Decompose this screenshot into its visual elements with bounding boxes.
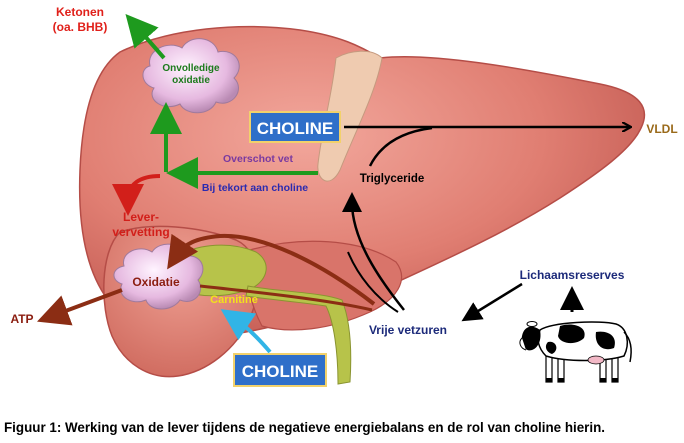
ketonen-label: Ketonen [56, 5, 104, 19]
arrow-vetzuren-to-triglyceride-2 [347, 251, 399, 313]
cloud-icon [142, 38, 240, 114]
arrow-to-leververvetting [112, 174, 161, 216]
vervetting-label: vervetting [112, 225, 169, 239]
figure-caption: Figuur 1: Werking van de lever tijdens d… [4, 420, 606, 435]
bile-duct [245, 285, 352, 385]
onvolledige-sublabel: oxidatie [172, 75, 210, 86]
choline-box-bottom: CHOLINE [233, 353, 327, 387]
ketonen-sublabel: (oa. BHB) [53, 20, 108, 34]
oxidatie-label: Oxidatie [132, 275, 180, 289]
choline-bottom-label: CHOLINE [242, 362, 319, 381]
arrow-choline-to-carnitine [220, 309, 272, 354]
arrow-vetzuren-to-oxidatie [167, 233, 376, 306]
arrow-vetzuren-to-oxidatie-2 [199, 284, 373, 312]
liver-middle-lobe [246, 240, 402, 331]
atp-label: ATP [10, 312, 33, 326]
vldl-label: VLDL [646, 122, 677, 136]
onvolledige-label: Onvolledige [162, 63, 220, 74]
overschot-vet-label: Overschot vet [223, 153, 294, 165]
cow-icon [519, 321, 632, 383]
arrow-to-ketonen [125, 13, 166, 60]
lever-label: Lever- [123, 210, 159, 224]
choline-box-top: CHOLINE [249, 111, 341, 143]
lichaamsreserves-label: Lichaamsreserves [520, 268, 625, 282]
arrow-vetzuren-to-triglyceride [342, 192, 405, 311]
vrije-vetzuren-label: Vrije vetzuren [369, 323, 447, 337]
arrow-to-atp [37, 288, 123, 326]
choline-top-label: CHOLINE [257, 119, 334, 138]
bij-tekort-label: Bij tekort aan choline [202, 182, 308, 194]
arrow-reserves-to-vetzuren [461, 282, 523, 322]
triglyceride-label: Triglyceride [360, 173, 425, 185]
carnitine-label: Carnitine [210, 294, 258, 306]
arrow-triglyceride-to-vldl [368, 126, 433, 167]
